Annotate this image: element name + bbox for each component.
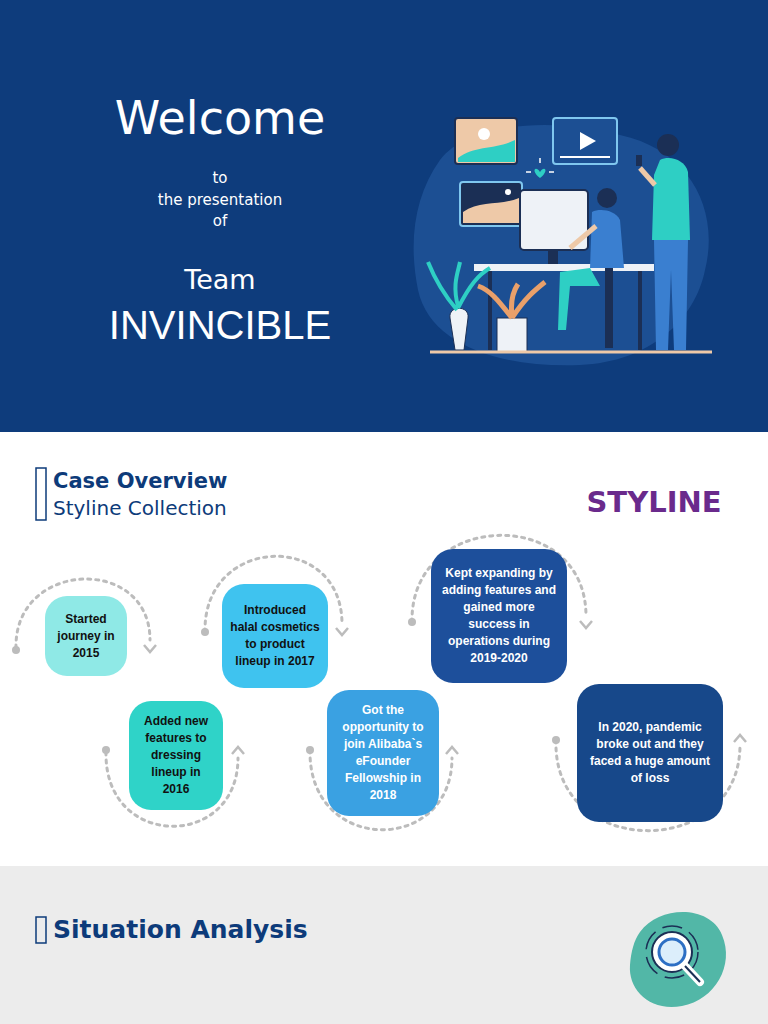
subtitle-text: of <box>213 213 227 230</box>
brand-logo: STYLINE <box>586 486 721 519</box>
box-text: Introduced halal cosmetics to product li… <box>230 602 320 670</box>
footer-band <box>0 866 768 1024</box>
header-band <box>0 0 768 432</box>
box-text: Kept expanding by adding features and ga… <box>439 565 559 667</box>
timeline-box: Added new features to dressing lineup in… <box>129 701 223 810</box>
timeline-box: In 2020, pandemic broke out and they fac… <box>577 684 723 822</box>
box-text: Added new features to dressing lineup in… <box>137 713 215 798</box>
title-text: Welcome <box>115 91 325 145</box>
icon-placeholder <box>36 917 46 943</box>
search-icon <box>630 912 726 1007</box>
timeline-box: Introduced halal cosmetics to product li… <box>222 584 328 688</box>
timeline-box: Started journey in 2015 <box>45 596 127 676</box>
team-name: INVINCIBLE <box>109 302 331 348</box>
timeline-box: Got the opportunity to join Alibaba`s eF… <box>327 690 439 816</box>
team-text: Team <box>184 264 255 295</box>
section-heading: Case Overview <box>53 469 227 493</box>
subtitle-text: the presentation <box>158 192 282 209</box>
subtitle-text: to <box>212 170 227 187</box>
box-text: Got the opportunity to join Alibaba`s eF… <box>335 702 431 804</box>
box-text: In 2020, pandemic broke out and they fac… <box>585 719 715 787</box>
timeline-box: Kept expanding by adding features and ga… <box>431 549 567 683</box>
section-heading: Situation Analysis <box>53 916 308 945</box>
box-text: Started journey in 2015 <box>53 611 119 662</box>
section-subheading: Styline Collection <box>53 497 227 520</box>
workspace-illustration <box>414 118 712 365</box>
dashed-loop <box>16 535 740 830</box>
icon-placeholder <box>36 468 46 520</box>
